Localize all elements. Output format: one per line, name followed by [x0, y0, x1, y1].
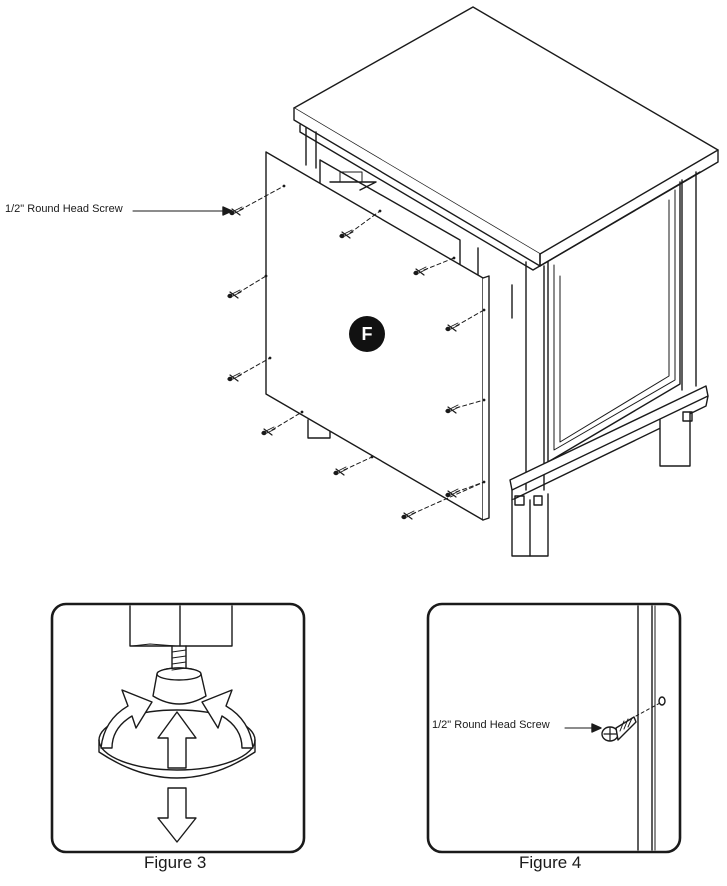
callout-arrow — [132, 206, 233, 216]
cabinet — [293, 6, 719, 557]
figure4-caption: Figure 4 — [519, 853, 582, 872]
figure4-frame — [426, 602, 682, 854]
screws — [226, 185, 485, 520]
back-leg — [659, 411, 691, 467]
figure3-leveler — [98, 605, 256, 843]
right-side-panel — [547, 181, 681, 463]
panel-f-badge: F — [349, 316, 385, 352]
figure3-frame — [50, 602, 306, 854]
figure4-screw-callout: 1/2" Round Head Screw — [432, 719, 550, 731]
round-head-screw-callout: 1/2" Round Head Screw — [5, 203, 123, 215]
screw-icon — [601, 716, 637, 742]
figure3-caption: Figure 3 — [144, 853, 207, 872]
figure4-detail — [564, 605, 666, 851]
